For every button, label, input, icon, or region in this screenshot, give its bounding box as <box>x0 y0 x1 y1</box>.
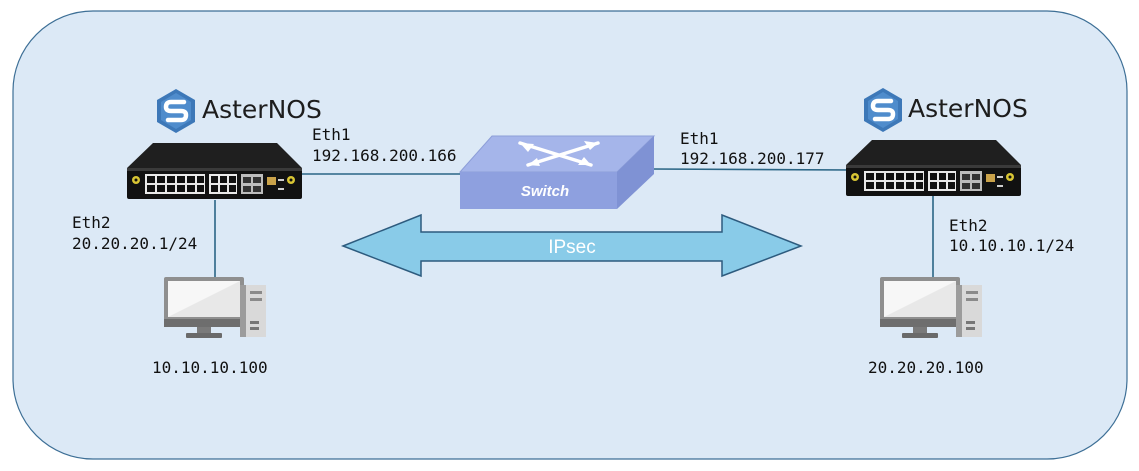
right-eth1-ip: 192.168.200.177 <box>680 149 825 168</box>
left-router-icon <box>127 143 302 199</box>
right-pc-ip: 20.20.20.100 <box>868 358 984 377</box>
left-eth2-ip: 20.20.20.1/24 <box>72 234 197 253</box>
left-brand-label: AsterNOS <box>202 95 322 124</box>
left-eth1-ip: 192.168.200.166 <box>312 146 457 165</box>
switch-label: Switch <box>521 183 569 200</box>
right-eth1-label: Eth1 <box>680 129 719 148</box>
left-site: AsterNOS Eth1 192.168.200.166 Eth2 20.20… <box>72 89 457 377</box>
right-eth2-ip: 10.10.10.1/24 <box>949 236 1074 255</box>
right-router-icon <box>846 140 1021 196</box>
ipsec-arrow-shape <box>340 213 804 278</box>
left-eth1-label: Eth1 <box>312 125 351 144</box>
ipsec-label: IPsec <box>548 237 596 258</box>
left-eth2-label: Eth2 <box>72 213 111 232</box>
ipsec-tunnel-arrow: IPsec <box>340 213 804 278</box>
left-pc-ip: 10.10.10.100 <box>152 358 268 377</box>
network-links <box>214 168 934 280</box>
right-site: AsterNOS Eth1 192.168.200.177 Eth2 10.10… <box>680 88 1074 377</box>
link-switch-to-right-router <box>651 168 853 171</box>
right-brand-label: AsterNOS <box>908 94 1028 123</box>
switch-icon: Switch <box>458 135 656 209</box>
right-eth2-label: Eth2 <box>949 216 988 235</box>
